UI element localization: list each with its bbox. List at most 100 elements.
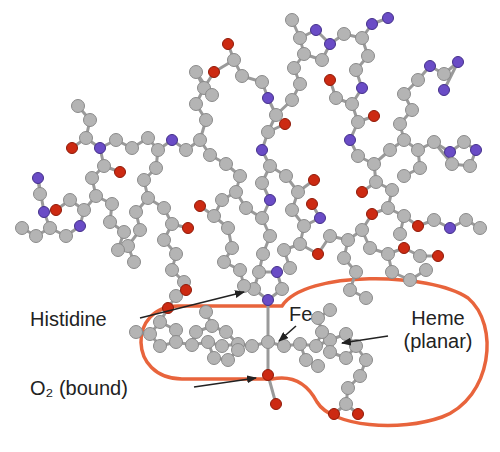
atom	[350, 266, 363, 279]
atom	[398, 210, 411, 223]
atom	[280, 119, 291, 130]
atom	[138, 174, 151, 187]
atom	[315, 213, 326, 224]
atom	[190, 326, 203, 339]
atom	[150, 162, 163, 175]
atom	[218, 256, 231, 269]
atom	[386, 184, 399, 197]
atom	[256, 177, 269, 190]
atom	[126, 142, 139, 155]
atom	[294, 238, 307, 251]
atom	[200, 306, 213, 319]
atom	[360, 292, 373, 305]
leader-line	[279, 326, 296, 341]
atom	[234, 264, 247, 277]
atom	[412, 74, 425, 87]
atom	[316, 326, 329, 339]
atom	[370, 176, 383, 189]
atom	[350, 64, 363, 77]
atom	[286, 204, 299, 217]
atom	[369, 111, 380, 122]
atom	[112, 244, 125, 257]
leader-line	[342, 336, 388, 343]
atom	[398, 88, 411, 101]
atom	[206, 320, 219, 333]
atom	[152, 144, 165, 157]
atom	[220, 158, 233, 171]
atom	[329, 409, 340, 420]
atom	[342, 234, 355, 247]
atom	[34, 188, 47, 201]
atom	[95, 143, 106, 154]
atom	[406, 104, 419, 117]
atom	[316, 54, 329, 67]
atom	[340, 352, 353, 365]
atom	[386, 266, 399, 279]
atom	[194, 134, 207, 147]
atom	[270, 109, 283, 122]
atom	[80, 132, 93, 145]
atom	[458, 136, 471, 149]
atom	[84, 114, 97, 127]
atom	[39, 207, 50, 218]
atom	[51, 205, 62, 216]
atom	[286, 14, 299, 27]
atom	[166, 264, 179, 277]
heme-outline	[141, 279, 487, 426]
atom	[190, 66, 203, 79]
atom	[399, 243, 410, 254]
atom	[33, 173, 44, 184]
atom	[104, 216, 117, 229]
atom	[142, 192, 155, 205]
atom	[271, 399, 282, 410]
atom	[257, 248, 270, 261]
atom	[344, 284, 357, 297]
atom	[428, 136, 441, 149]
atom	[433, 251, 444, 262]
atom	[362, 50, 375, 63]
atom	[367, 209, 378, 220]
atom	[166, 218, 179, 231]
atom	[382, 202, 395, 215]
atom	[346, 98, 359, 111]
atom	[325, 39, 336, 50]
atom	[60, 230, 73, 243]
atom	[190, 98, 203, 111]
atom	[398, 170, 411, 183]
atom	[353, 409, 364, 420]
atom	[264, 160, 277, 173]
atom	[204, 149, 217, 162]
atom	[324, 230, 337, 243]
atom	[106, 198, 119, 211]
atom	[272, 267, 283, 278]
atom	[110, 134, 123, 147]
atom	[209, 67, 220, 78]
atom	[240, 202, 253, 215]
atom	[64, 194, 77, 207]
atom	[471, 145, 482, 156]
atom	[404, 274, 417, 287]
atom	[200, 114, 213, 127]
atom	[412, 144, 425, 157]
atom	[262, 126, 275, 139]
atom	[338, 28, 351, 41]
atom	[357, 187, 368, 198]
atom	[438, 68, 451, 81]
atom	[216, 194, 229, 207]
atom	[286, 94, 299, 107]
atom	[16, 222, 29, 235]
atom	[67, 143, 78, 154]
atom	[220, 326, 233, 339]
atom	[453, 57, 464, 68]
atom	[364, 242, 377, 255]
atom	[180, 144, 193, 157]
atom	[257, 145, 268, 156]
atom	[186, 339, 199, 352]
atom	[78, 204, 91, 217]
atom	[294, 338, 307, 351]
atom	[195, 201, 206, 212]
atom	[310, 340, 323, 353]
atom	[90, 190, 103, 203]
atom	[324, 346, 337, 359]
